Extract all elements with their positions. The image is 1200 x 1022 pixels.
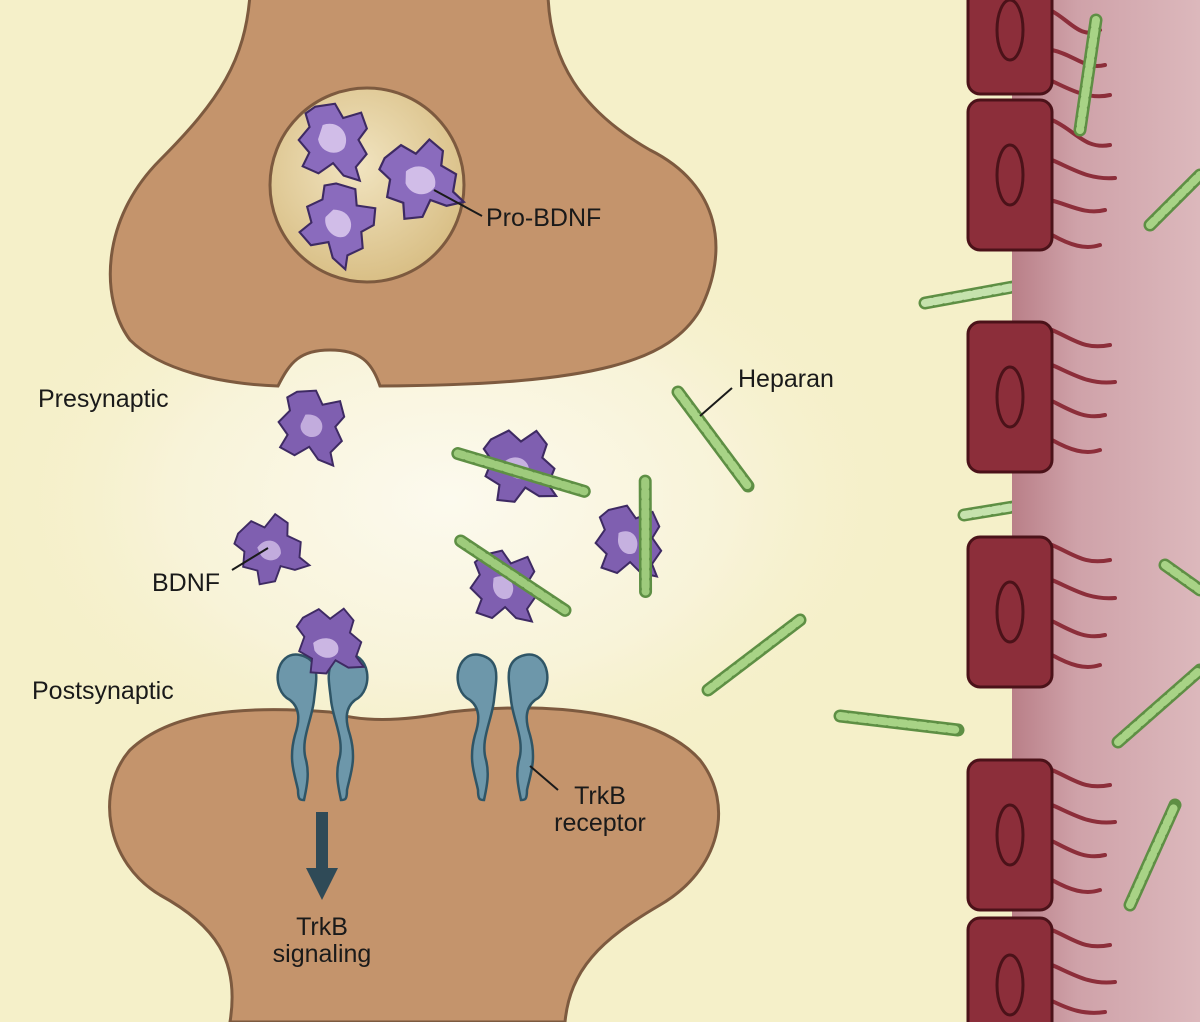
trkb-receptor-leader-line [529, 765, 559, 791]
glycocalyx [1048, 8, 1117, 1015]
trkb-receptor-left [276, 653, 369, 802]
heparan-chain [701, 613, 807, 697]
pro-bdnf-label: Pro-BDNF [486, 204, 602, 232]
heparan-leader-line [699, 387, 733, 417]
trkb-receptor-right [456, 653, 549, 802]
bdnf-label: BDNF [152, 569, 221, 597]
free-bdnf-molecules [226, 382, 354, 592]
endothelial-cell [966, 98, 1054, 252]
endothelial-cell [966, 535, 1054, 689]
heparan-chain [1158, 558, 1200, 597]
trkb-receptor-label: TrkB receptor [545, 783, 655, 837]
pro-bdnf-molecule [370, 129, 467, 228]
bdnf-molecule [226, 504, 313, 592]
endothelial-cell [966, 0, 1054, 96]
pro-bdnf-leader-line [433, 189, 483, 217]
pro-bdnf-molecule [292, 97, 376, 183]
endothelial-cell [966, 758, 1054, 912]
heparan-chain [1073, 13, 1103, 137]
bdnf-heparan-complex [454, 534, 572, 623]
bdnf-heparan-complex [451, 423, 591, 507]
heparan-chain [671, 385, 755, 493]
bdnf-molecule [270, 382, 354, 468]
bdnf-leader-line [231, 547, 269, 571]
heparan-chain [1111, 663, 1200, 749]
trkb-signaling-label-line2: signaling [272, 940, 372, 968]
trkb-receptor-label-line1: TrkB [574, 782, 626, 810]
trkb-signaling-label-line1: TrkB [296, 913, 348, 941]
postsynaptic-label: Postsynaptic [32, 677, 174, 705]
bdnf-heparan-complex [592, 474, 666, 599]
heparan-chain [833, 709, 965, 737]
pro-bdnf-molecules [289, 97, 467, 272]
endothelial-cell [966, 916, 1054, 1022]
vessel-heparan-chains [1073, 13, 1200, 912]
heparan-chain [1123, 798, 1182, 912]
endothelial-cells [966, 0, 1054, 1022]
presynaptic-label: Presynaptic [38, 385, 169, 413]
bdnf-heparan-complexes [451, 423, 666, 623]
trkb-signaling-label: TrkB signaling [262, 914, 382, 968]
postsynaptic-terminal [108, 706, 721, 1022]
heparan-label: Heparan [738, 365, 834, 393]
trkb-signaling-arrow [306, 812, 338, 900]
bound-bdnf [291, 601, 367, 679]
trkb-receptor-label-line2: receptor [554, 809, 646, 837]
pro-bdnf-molecule [289, 171, 390, 272]
endothelial-cell [966, 320, 1054, 474]
heparan-chain [1143, 168, 1200, 232]
